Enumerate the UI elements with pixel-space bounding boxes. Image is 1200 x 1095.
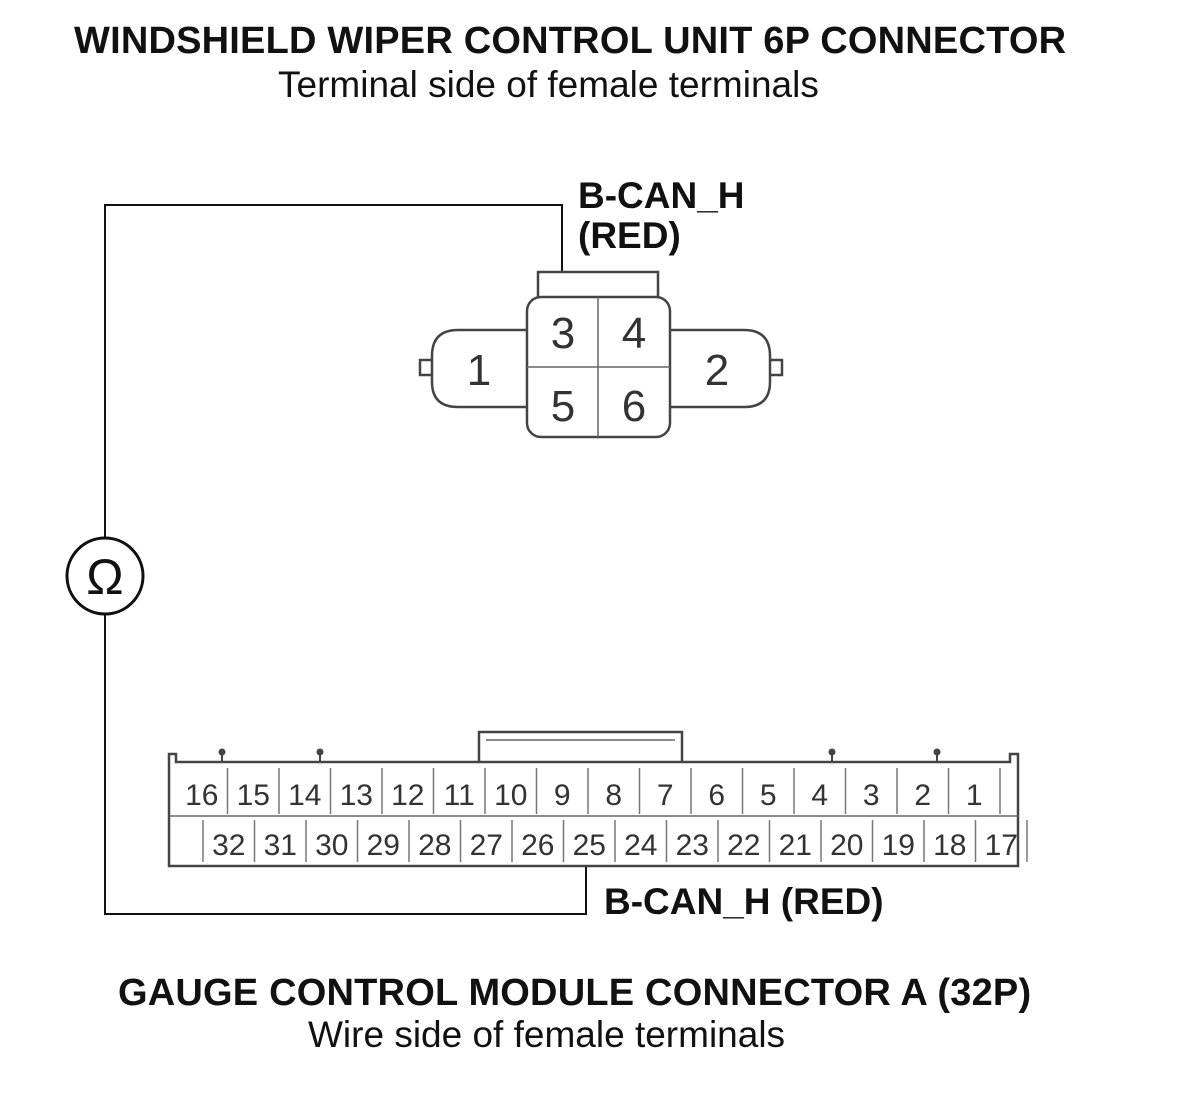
terminal-2: 2 bbox=[705, 346, 729, 395]
top-connector-title: WINDSHIELD WIPER CONTROL UNIT 6P CONNECT… bbox=[74, 20, 1067, 62]
terminal-6: 6 bbox=[622, 382, 646, 431]
terminal-29: 29 bbox=[367, 829, 400, 862]
connector-left-ear bbox=[430, 328, 527, 409]
terminal-26: 26 bbox=[521, 829, 554, 862]
ohm-symbol: Ω bbox=[86, 549, 123, 605]
connector-right-tab bbox=[770, 358, 784, 377]
terminal-28: 28 bbox=[418, 829, 451, 862]
terminal-19: 19 bbox=[882, 829, 915, 862]
terminal-17: 17 bbox=[985, 829, 1018, 862]
terminal-11: 11 bbox=[444, 779, 475, 812]
terminal-30: 30 bbox=[315, 829, 348, 862]
terminal-4: 4 bbox=[811, 779, 828, 812]
lower-test-lead bbox=[104, 606, 587, 915]
terminal-1: 1 bbox=[467, 346, 491, 395]
terminal-12: 12 bbox=[391, 779, 424, 812]
ohmmeter-icon: Ω bbox=[65, 536, 145, 616]
terminal-14: 14 bbox=[288, 779, 321, 812]
terminal-9: 9 bbox=[554, 779, 571, 812]
terminal-24: 24 bbox=[624, 829, 657, 862]
terminal-7: 7 bbox=[657, 779, 674, 812]
top-wire-label-line1: B-CAN_H bbox=[578, 175, 745, 216]
terminal-21: 21 bbox=[779, 829, 812, 862]
terminal-32: 32 bbox=[212, 829, 245, 862]
terminal-2: 2 bbox=[914, 779, 931, 812]
gauge-32p-connector bbox=[167, 730, 1028, 868]
connector-pegs bbox=[218, 748, 941, 762]
terminal-1: 1 bbox=[966, 779, 983, 812]
terminal-4: 4 bbox=[622, 309, 646, 358]
wiper-6p-terminal-numbers: 1 2 3 4 5 6 bbox=[467, 309, 729, 431]
top-wire-label-line2: (RED) bbox=[578, 215, 681, 256]
terminal-6: 6 bbox=[708, 779, 725, 812]
terminal-15: 15 bbox=[237, 779, 270, 812]
terminal-10: 10 bbox=[494, 779, 527, 812]
terminal-16: 16 bbox=[185, 779, 218, 812]
top-wire-label: B-CAN_H (RED) bbox=[578, 176, 745, 256]
bottom-connector-title: GAUGE CONTROL MODULE CONNECTOR A (32P) bbox=[118, 972, 1032, 1014]
top-connector-subtitle: Terminal side of female terminals bbox=[278, 64, 819, 105]
terminal-23: 23 bbox=[676, 829, 709, 862]
test-lead-wires bbox=[104, 204, 587, 915]
terminal-27: 27 bbox=[470, 829, 503, 862]
terminal-5: 5 bbox=[760, 779, 777, 812]
terminal-25: 25 bbox=[573, 829, 606, 862]
terminal-3: 3 bbox=[863, 779, 880, 812]
terminal-22: 22 bbox=[727, 829, 760, 862]
terminal-8: 8 bbox=[605, 779, 622, 812]
terminal-20: 20 bbox=[830, 829, 863, 862]
connector-top-latch bbox=[536, 270, 660, 297]
bottom-wire-label: B-CAN_H (RED) bbox=[604, 881, 884, 922]
terminal-13: 13 bbox=[340, 779, 373, 812]
connector-lock-bar bbox=[477, 730, 684, 762]
terminal-18: 18 bbox=[933, 829, 966, 862]
upper-test-lead bbox=[104, 204, 563, 548]
bottom-connector-subtitle: Wire side of female terminals bbox=[308, 1014, 786, 1055]
connector-right-ear bbox=[670, 328, 772, 409]
connector-left-tab bbox=[418, 358, 432, 377]
terminal-5: 5 bbox=[551, 382, 575, 431]
wiper-6p-connector bbox=[418, 270, 784, 439]
terminal-3: 3 bbox=[551, 309, 575, 358]
terminal-31: 31 bbox=[264, 829, 297, 862]
